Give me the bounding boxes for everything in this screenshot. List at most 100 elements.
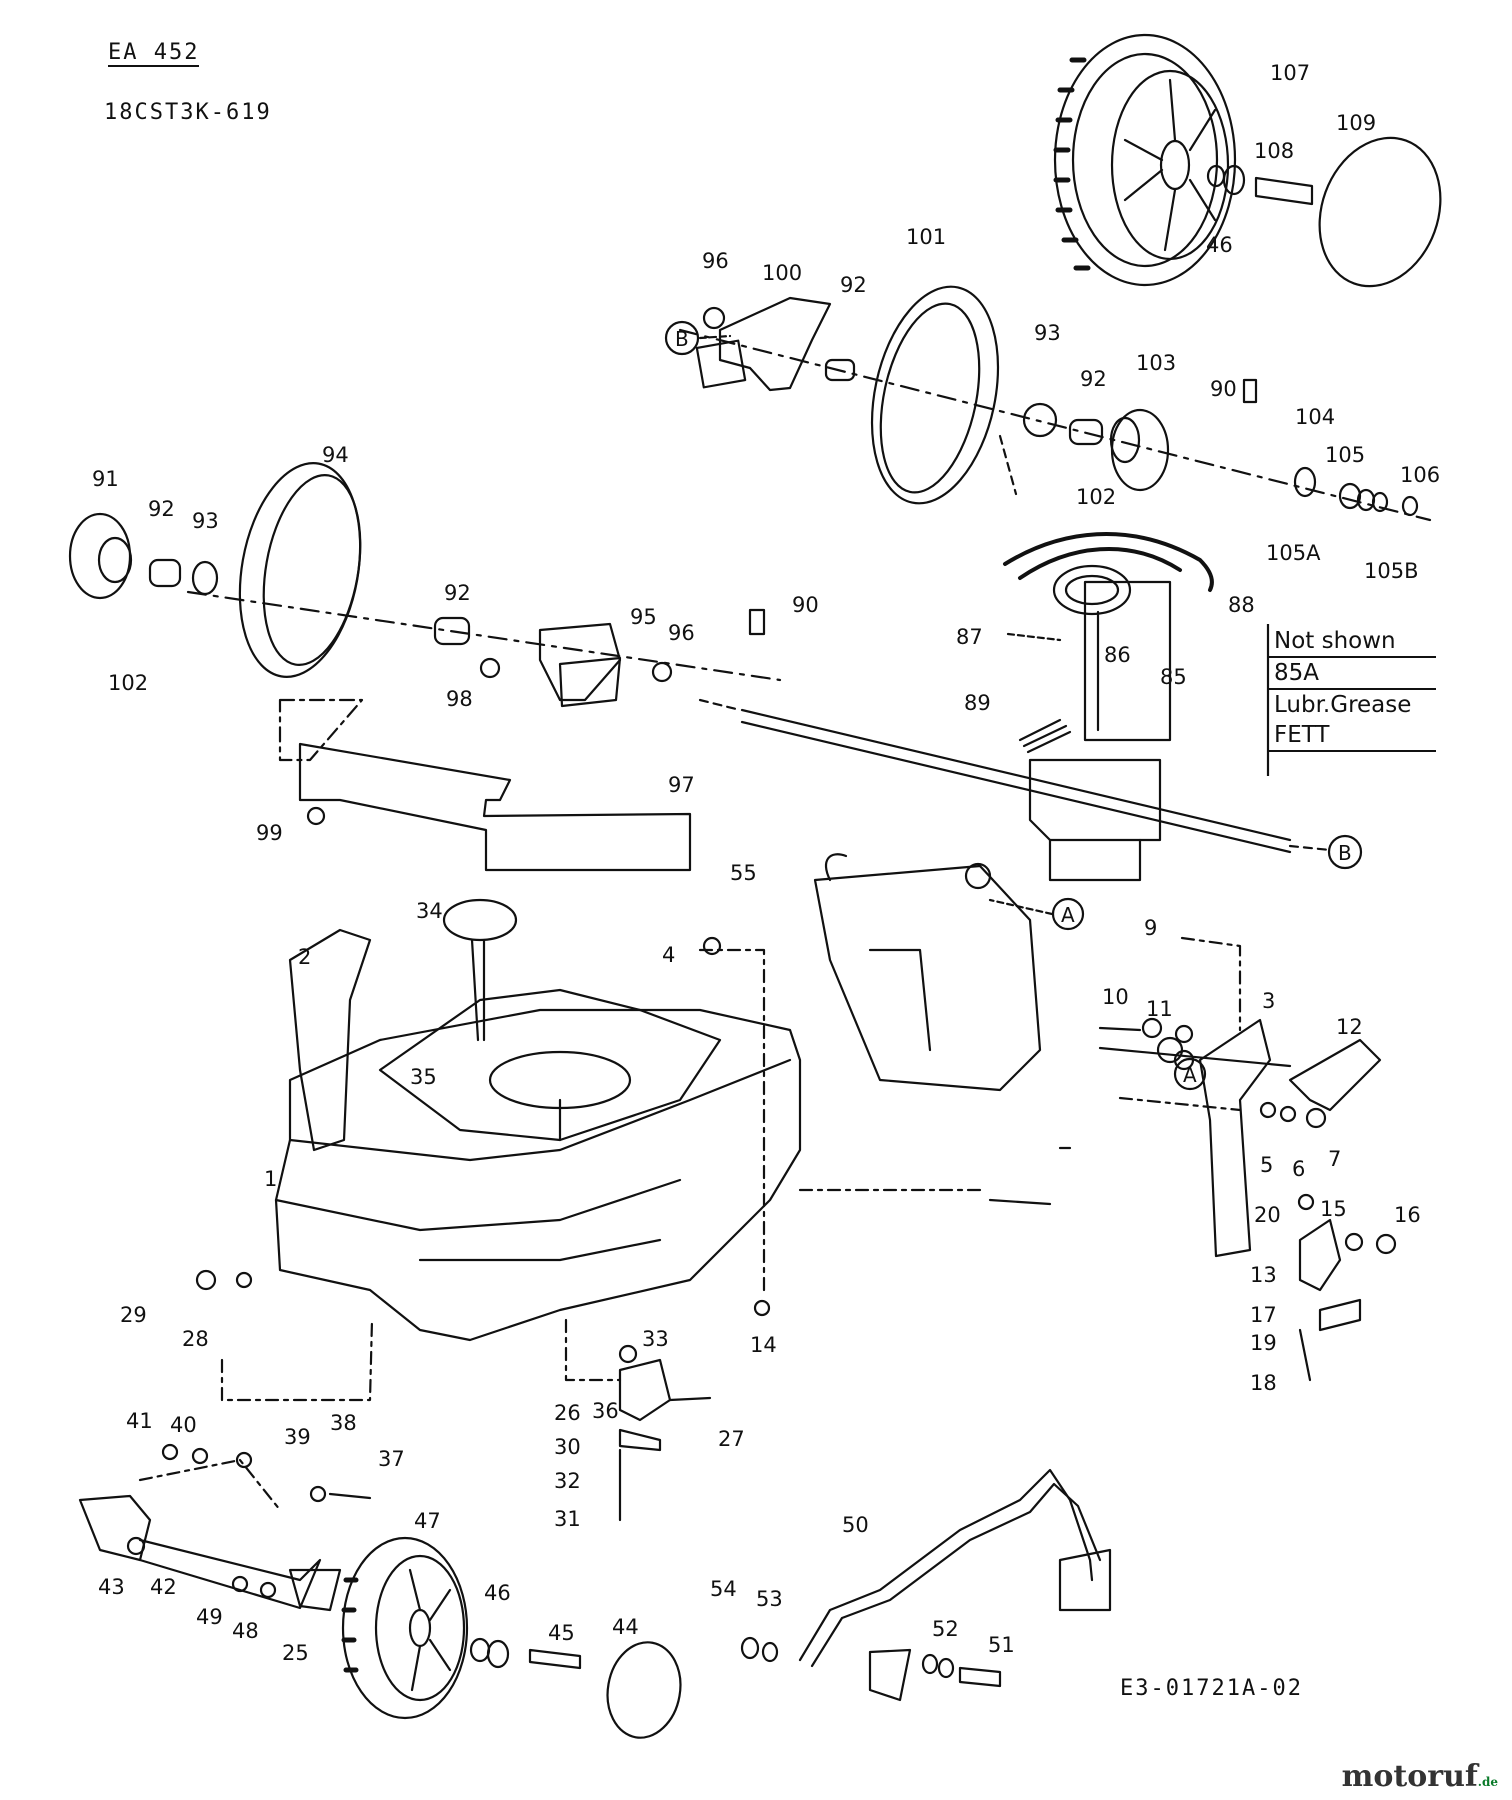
part-label-92: 92 bbox=[148, 497, 175, 521]
part-label-39: 39 bbox=[284, 1425, 311, 1449]
part-label-20: 20 bbox=[1254, 1203, 1281, 1227]
part-label-18: 18 bbox=[1250, 1371, 1277, 1395]
part-label-99: 99 bbox=[256, 821, 283, 845]
part-label-89: 89 bbox=[964, 691, 991, 715]
part-label-48: 48 bbox=[232, 1619, 259, 1643]
part-label-50: 50 bbox=[842, 1513, 869, 1537]
part-label-49: 49 bbox=[196, 1605, 223, 1629]
part-label-91: 91 bbox=[92, 467, 119, 491]
part-label-32: 32 bbox=[554, 1469, 581, 1493]
part-label-5: 5 bbox=[1260, 1153, 1273, 1177]
brand-logo: motoruf.de bbox=[1341, 1759, 1498, 1794]
note-lube: Lubr.Grease bbox=[1274, 692, 1412, 718]
part-label-10: 10 bbox=[1102, 985, 1129, 1009]
part-label-90: 90 bbox=[1210, 377, 1237, 401]
part-label-47: 47 bbox=[414, 1509, 441, 1533]
part-label-46: 46 bbox=[484, 1581, 511, 1605]
part-label-30: 30 bbox=[554, 1435, 581, 1459]
part-label-86: 86 bbox=[1104, 643, 1131, 667]
part-label-98: 98 bbox=[446, 687, 473, 711]
part-label-37: 37 bbox=[378, 1447, 405, 1471]
part-label-54: 54 bbox=[710, 1577, 737, 1601]
part-label-108: 108 bbox=[1254, 139, 1294, 163]
callout-a-bracket: A bbox=[1183, 1063, 1197, 1087]
part-label-96: 96 bbox=[668, 621, 695, 645]
part-label-93: 93 bbox=[1034, 321, 1061, 345]
part-label-106: 106 bbox=[1400, 463, 1440, 487]
front-wheel bbox=[341, 1536, 469, 1720]
part-label-104: 104 bbox=[1295, 405, 1335, 429]
part-label-2: 2 bbox=[298, 945, 311, 969]
part-label-15: 15 bbox=[1320, 1197, 1347, 1221]
part-label-53: 53 bbox=[756, 1587, 783, 1611]
part-label-14: 14 bbox=[750, 1333, 777, 1357]
part-label-94: 94 bbox=[322, 443, 349, 467]
rear-wheel bbox=[1053, 33, 1237, 287]
part-label-33: 33 bbox=[642, 1327, 669, 1351]
part-label-4: 4 bbox=[662, 943, 675, 967]
part-label-90: 90 bbox=[792, 593, 819, 617]
part-label-36: 36 bbox=[592, 1399, 619, 1423]
part-label-19: 19 bbox=[1250, 1331, 1277, 1355]
part-label-9: 9 bbox=[1144, 916, 1157, 940]
callout-b-right: B bbox=[1338, 841, 1352, 865]
part-label-26: 26 bbox=[554, 1401, 581, 1425]
part-label-46: 46 bbox=[1206, 233, 1233, 257]
part-label-92: 92 bbox=[840, 273, 867, 297]
part-label-51: 51 bbox=[988, 1633, 1015, 1657]
part-label-40: 40 bbox=[170, 1413, 197, 1437]
part-label-109: 109 bbox=[1336, 111, 1376, 135]
not-shown-note: Not shown 85A Lubr.Grease FETT bbox=[1268, 626, 1436, 752]
note-lube-de: FETT bbox=[1268, 720, 1436, 752]
part-label-38: 38 bbox=[330, 1411, 357, 1435]
model-code: 18CST3K-619 bbox=[104, 100, 272, 125]
part-label-45: 45 bbox=[548, 1621, 575, 1645]
part-label-102: 102 bbox=[1076, 485, 1116, 509]
part-label-7: 7 bbox=[1328, 1147, 1341, 1171]
note-title: Not shown bbox=[1268, 626, 1436, 658]
part-label-102: 102 bbox=[108, 671, 148, 695]
part-label-92: 92 bbox=[444, 581, 471, 605]
part-label-107: 107 bbox=[1270, 61, 1310, 85]
part-label-93: 93 bbox=[192, 509, 219, 533]
part-label-3: 3 bbox=[1262, 989, 1275, 1013]
part-label-17: 17 bbox=[1250, 1303, 1277, 1327]
model-title: EA 452 bbox=[108, 40, 200, 67]
part-label-35: 35 bbox=[410, 1065, 437, 1089]
part-label-85: 85 bbox=[1160, 665, 1187, 689]
part-label-100: 100 bbox=[762, 261, 802, 285]
part-label-95: 95 bbox=[630, 605, 657, 629]
part-label-42: 42 bbox=[150, 1575, 177, 1599]
part-label-1: 1 bbox=[264, 1167, 277, 1191]
part-label-6: 6 bbox=[1292, 1157, 1305, 1181]
callout-a-catcher: A bbox=[1061, 903, 1075, 927]
part-label-41: 41 bbox=[126, 1409, 153, 1433]
mower-deck bbox=[274, 988, 802, 1342]
part-label-87: 87 bbox=[956, 625, 983, 649]
part-label-101: 101 bbox=[906, 225, 946, 249]
part-label-105A: 105A bbox=[1266, 541, 1321, 565]
part-label-43: 43 bbox=[98, 1575, 125, 1599]
part-label-28: 28 bbox=[182, 1327, 209, 1351]
part-label-27: 27 bbox=[718, 1427, 745, 1451]
part-label-11: 11 bbox=[1146, 997, 1173, 1021]
diagram-code: E3-01721A-02 bbox=[1120, 1676, 1303, 1701]
part-label-96: 96 bbox=[702, 249, 729, 273]
part-label-97: 97 bbox=[668, 773, 695, 797]
part-label-103: 103 bbox=[1136, 351, 1176, 375]
part-label-105B: 105B bbox=[1364, 559, 1419, 583]
part-label-52: 52 bbox=[932, 1617, 959, 1641]
part-label-29: 29 bbox=[120, 1303, 147, 1327]
part-label-92: 92 bbox=[1080, 367, 1107, 391]
part-label-25: 25 bbox=[282, 1641, 309, 1665]
part-label-88: 88 bbox=[1228, 593, 1255, 617]
part-label-16: 16 bbox=[1394, 1203, 1421, 1227]
part-label-13: 13 bbox=[1250, 1263, 1277, 1287]
part-label-12: 12 bbox=[1336, 1015, 1363, 1039]
part-label-44: 44 bbox=[612, 1615, 639, 1639]
callout-b-top: B bbox=[675, 327, 689, 351]
part-label-31: 31 bbox=[554, 1507, 581, 1531]
note-item: 85A bbox=[1268, 658, 1436, 690]
part-label-105: 105 bbox=[1325, 443, 1365, 467]
